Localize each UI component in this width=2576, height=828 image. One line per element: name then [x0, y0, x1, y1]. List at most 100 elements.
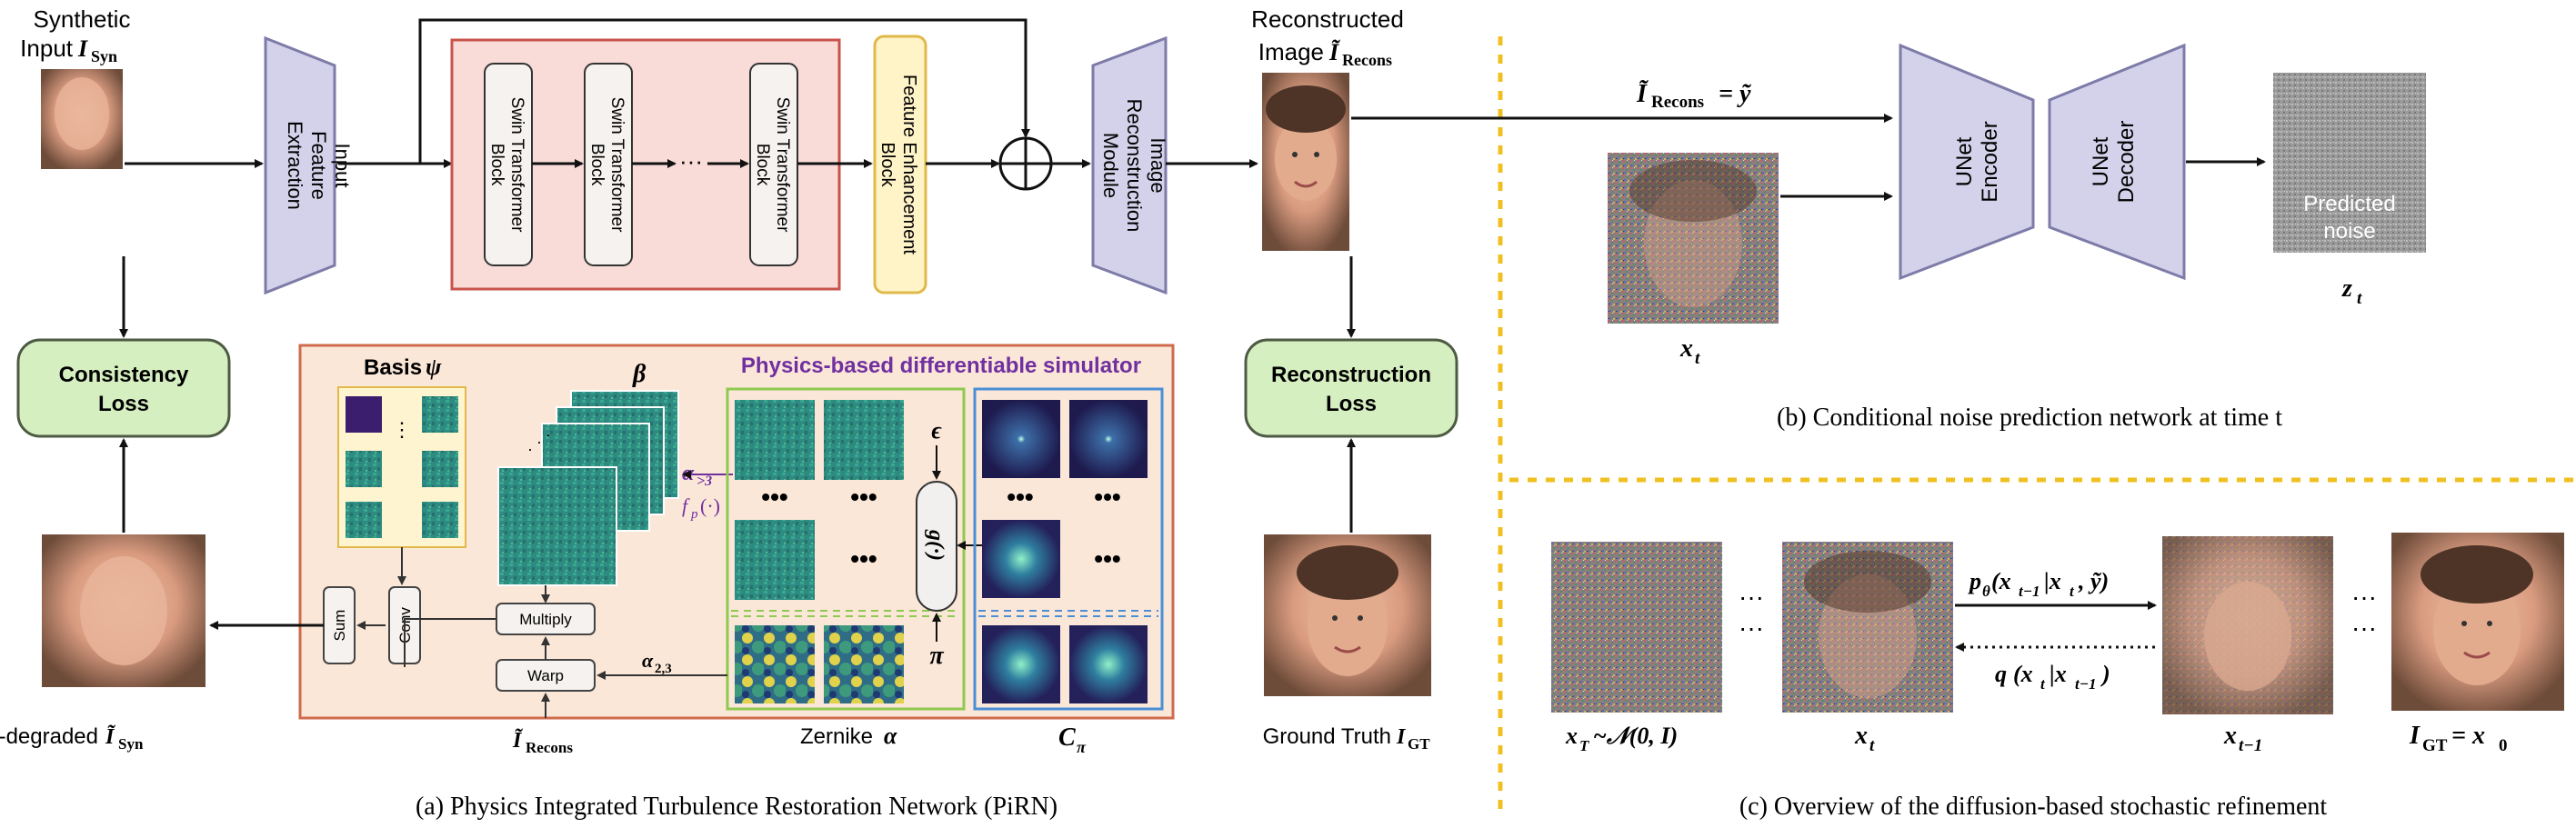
image-reconstruction-module: Image Reconstruction Module — [1091, 35, 1169, 295]
igt-eq-sub: 0 — [2499, 736, 2508, 755]
c-pi-sub: π — [1077, 738, 1087, 756]
eq-sub: Recons — [1651, 93, 1704, 112]
ife-line2: Feature — [307, 131, 330, 200]
p-theta-label: p θ (x t−1 |x t , ỹ) — [1968, 568, 2109, 600]
redegraded-sub: Syn — [118, 735, 144, 753]
reconstruction-loss-box: Reconstruction Loss — [1244, 338, 1458, 438]
swin-block-2: Swin Transformer Block — [584, 63, 633, 266]
svg-text:Encoder: Encoder — [1978, 121, 2002, 202]
svg-text:Loss: Loss — [98, 392, 149, 416]
redegraded-image — [42, 534, 205, 687]
xt1-sub: t−1 — [2239, 736, 2262, 755]
xt-c-sub: t — [1869, 736, 1875, 755]
swin-ellipsis: ··· — [679, 147, 703, 175]
svg-text:·: · — [546, 425, 551, 444]
swin-block-3: Swin Transformer Block — [749, 63, 798, 266]
svg-text:Block: Block — [587, 144, 606, 186]
svg-text:Swin Transformer: Swin Transformer — [773, 97, 792, 234]
svg-text:Decoder: Decoder — [2114, 121, 2139, 204]
svg-text:(x: (x — [1991, 568, 2011, 594]
unet-decoder: UNet Decoder — [2048, 43, 2186, 281]
skip-connection — [338, 18, 1030, 165]
alpha-gt3-sub: >3 — [697, 474, 712, 489]
beta-label: β — [632, 360, 647, 388]
zernike-dots-1: ••• — [761, 483, 787, 511]
zernike-dots-2: ••• — [850, 483, 877, 511]
c-pi-box — [973, 387, 1164, 711]
svg-text:Predicted: Predicted — [2303, 192, 2395, 216]
basis-label: Basis — [364, 355, 422, 380]
dots-c3: ··· — [2351, 583, 2377, 611]
cpi-tile-5 — [1069, 625, 1148, 703]
svg-text:t: t — [2040, 675, 2046, 693]
zernike-tile-2 — [824, 400, 904, 480]
basis-symbol: ψ — [426, 354, 442, 380]
cpi-tile-1 — [982, 400, 1060, 478]
xt1-image — [2162, 536, 2333, 714]
warp-op-box: Warp — [496, 659, 596, 692]
eq-lhs: Ĩ — [1636, 80, 1649, 108]
xt-noisy-image — [1608, 153, 1779, 324]
swin-block-1: Swin Transformer Block — [484, 63, 533, 266]
synthetic-input-label2: Input — [20, 35, 74, 62]
svg-text:Reconstruction: Reconstruction — [1123, 99, 1146, 233]
dots-c2: ··· — [1739, 614, 1764, 642]
zt-sub: t — [2357, 289, 2362, 308]
ife-line1: Input — [331, 144, 354, 188]
zernike-dots-3: ••• — [850, 544, 877, 573]
caption-c: (c) Overview of the diffusion-based stoc… — [1739, 793, 2328, 821]
fp-label: f — [682, 494, 690, 517]
svg-text:t−1: t−1 — [2075, 675, 2097, 693]
basis-grid: ⋮ — [337, 386, 466, 548]
g-function-node: g(·) — [916, 481, 957, 612]
redegraded-math: Ĩ — [105, 725, 116, 749]
svg-text:): ) — [2100, 661, 2110, 687]
svg-text:Warp: Warp — [527, 667, 564, 684]
fp-sub: p — [690, 507, 698, 522]
svg-text:Image: Image — [1147, 137, 1169, 193]
svg-text:p: p — [1968, 568, 1981, 594]
svg-text:Block: Block — [487, 144, 506, 186]
synthetic-input-sub: Syn — [91, 47, 117, 65]
igt-eq: = x — [2451, 722, 2485, 750]
cpi-dots-1: ••• — [1007, 483, 1033, 511]
svg-text:Block: Block — [753, 144, 772, 186]
xT-noise-image — [1551, 542, 1722, 713]
reconstructed-label: Reconstructed — [1251, 5, 1404, 33]
svg-text:Sum: Sum — [331, 610, 348, 642]
svg-text:, ỹ): , ỹ) — [2078, 568, 2109, 594]
sim-recons-math: Ĩ — [512, 729, 524, 753]
zt-label: z — [2341, 274, 2352, 303]
dots-c1: ··· — [1739, 583, 1764, 611]
reconstructed-sub: Recons — [1342, 51, 1392, 69]
xT-dist: ~𝒩(0, I) — [1593, 723, 1678, 749]
caption-a: (a) Physics Integrated Turbulence Restor… — [416, 793, 1057, 821]
svg-text:Loss: Loss — [1326, 392, 1377, 416]
igt-sub: GT — [2422, 736, 2448, 755]
svg-text:Consistency: Consistency — [59, 363, 189, 387]
feature-enhancement-block: Feature Enhancement Block — [873, 35, 927, 294]
synthetic-input-image — [41, 69, 123, 169]
svg-text:Multiply: Multiply — [519, 611, 572, 628]
zernike-alpha: α — [884, 723, 897, 749]
igt-label: I — [2409, 722, 2421, 750]
zernike-tile-1 — [735, 400, 815, 480]
ground-truth-image — [1264, 534, 1431, 696]
ground-truth-sub: GT — [1408, 735, 1430, 753]
zernike-tile-3 — [735, 520, 815, 600]
cpi-tile-4 — [982, 625, 1060, 703]
consistency-loss-box: Consistency Loss — [16, 338, 231, 438]
basis-dots: ⋮ — [392, 418, 412, 441]
cpi-tile-2 — [1069, 400, 1148, 478]
input-feature-extraction-block: Input Feature Extraction — [264, 35, 354, 295]
beta-stack: · · · — [497, 390, 679, 586]
ife-line3: Extraction — [284, 121, 306, 210]
synthetic-input-math: I — [77, 35, 88, 62]
svg-text:·: · — [527, 440, 533, 458]
cpi-dots-3: ••• — [1094, 544, 1120, 573]
fp-arg: (·) — [700, 494, 720, 517]
xt-c-label: x — [1854, 722, 1868, 750]
svg-text:(x: (x — [2013, 661, 2033, 687]
simulator-title: Physics-based differentiable simulator — [741, 354, 1141, 378]
